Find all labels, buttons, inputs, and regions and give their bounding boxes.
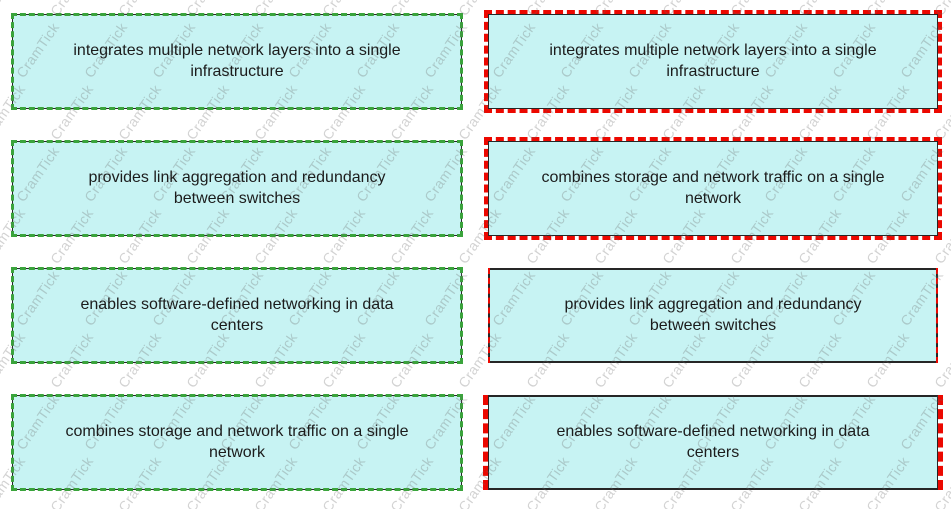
box-text-line: enables software-defined networking in d… — [556, 422, 870, 440]
match-box-right-1[interactable]: integrates multiple network layers into … — [484, 10, 942, 113]
box-text-line: network — [684, 189, 742, 207]
match-box-left-2[interactable]: provides link aggregation and redundancy… — [11, 140, 463, 237]
box-text-line: centers — [210, 316, 264, 334]
match-box-left-3[interactable]: enables software-defined networking in d… — [11, 267, 463, 364]
box-text-line: between switches — [649, 316, 777, 334]
box-text-line: integrates multiple network layers into … — [549, 41, 877, 59]
match-box-right-2[interactable]: combines storage and network traffic on … — [484, 137, 942, 240]
match-box-left-4[interactable]: combines storage and network traffic on … — [11, 394, 463, 491]
box-text-line: provides link aggregation and redundancy — [88, 168, 386, 186]
match-box-right-4[interactable]: enables software-defined networking in d… — [483, 395, 943, 490]
box-text-line: centers — [686, 443, 740, 461]
box-text-line: enables software-defined networking in d… — [80, 295, 394, 313]
box-text-line: infrastructure — [666, 62, 760, 80]
box-text-line: between switches — [173, 189, 301, 207]
box-text-line: combines storage and network traffic on … — [541, 168, 885, 186]
box-text-line: provides link aggregation and redundancy — [564, 295, 862, 313]
box-text-line: network — [208, 443, 266, 461]
match-box-left-1[interactable]: integrates multiple network layers into … — [11, 13, 463, 110]
box-text-line: combines storage and network traffic on … — [65, 422, 409, 440]
box-text-line: integrates multiple network layers into … — [73, 41, 401, 59]
match-board: integrates multiple network layers into … — [11, 10, 943, 491]
box-text-line: infrastructure — [190, 62, 284, 80]
match-box-right-3[interactable]: provides link aggregation and redundancy… — [488, 268, 938, 363]
